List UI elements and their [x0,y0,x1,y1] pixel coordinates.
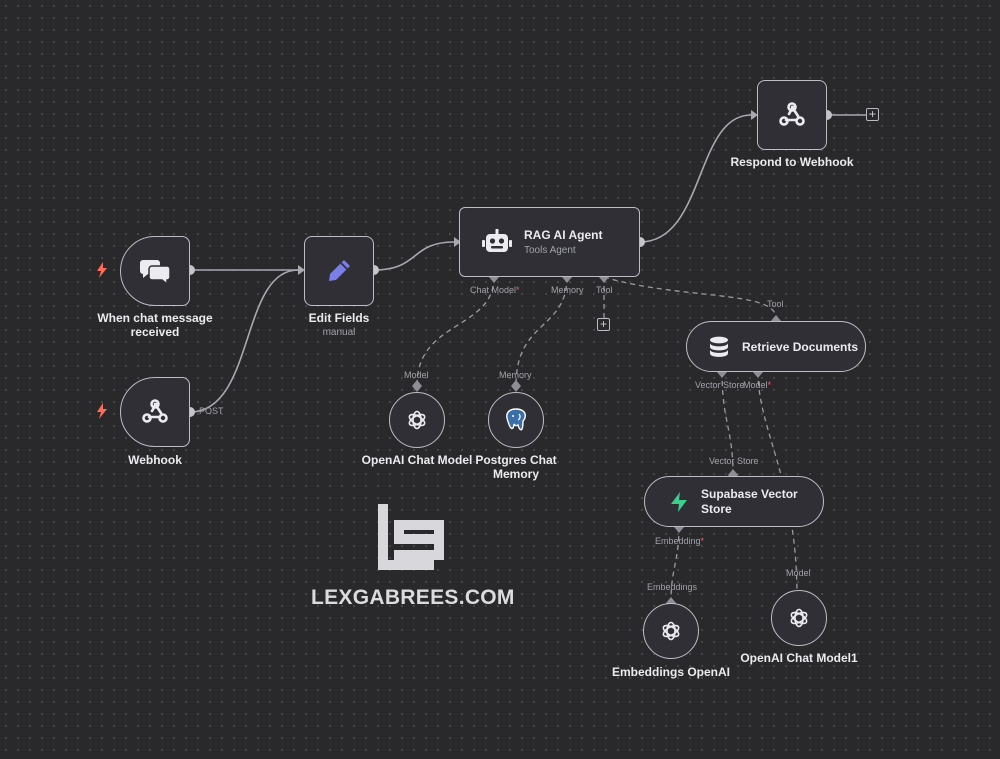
tool-port-label: Tool [596,285,613,295]
supabase-title-line2: Store [701,502,732,516]
postgres-in-label: Memory [499,370,532,380]
openai-chat-model-label: OpenAI Chat Model [361,453,473,467]
retrieve-in-label: Tool [767,299,784,309]
add-tool-button[interactable]: + [597,318,610,331]
embedding-port-label: Embedding* [655,536,705,546]
connection-vectorstore [721,371,734,475]
openai-chat-model1-node[interactable] [771,590,827,646]
retrieve-documents-title: Retrieve Documents [742,339,859,354]
connection-agent-to-respond [639,114,752,243]
postgres-chat-memory-label: Postgres Chat Memory [475,453,557,481]
edit-fields-sub: manual [322,327,356,338]
embeddings-openai-label: Embeddings OpenAI [611,665,730,679]
embeddings-openai-node[interactable] [643,603,699,659]
connection-model-retrieve [757,371,798,597]
chat-trigger-node[interactable] [120,236,190,306]
openai-chat-model-node[interactable] [389,392,445,448]
chat-trigger-label: When chat message received [97,311,213,339]
respond-webhook-label: Respond to Webhook [730,155,854,169]
openai-icon [662,621,680,641]
openai-chat1-in-label: Model [786,568,811,578]
memory-port-label: Memory [551,285,584,295]
webhook-label: Webhook [128,453,182,467]
postgres-chat-memory-node[interactable] [488,392,544,448]
trigger-bolt-icon [97,262,107,278]
rag-agent-node[interactable]: RAG AI Agent Tools Agent [459,207,640,277]
vector-store-port-label: Vector Store [695,380,745,390]
webhook-icon [142,399,168,423]
add-after-respond-button[interactable]: + [866,108,879,121]
edit-fields-label: Edit Fields [308,311,370,325]
embeddings-in-label: Embeddings [647,582,698,592]
database-icon [710,336,728,357]
chat-model-port-label: Chat Model* [470,285,520,295]
connection-tool-retrieve [603,276,777,319]
watermark-logo-icon [378,504,444,570]
openai-icon [790,608,808,628]
supabase-vector-store-node[interactable]: Supabase Vector Store [644,476,824,527]
pencil-icon [329,260,350,281]
trigger-bolt-icon [97,403,107,419]
connection-chatmodel [416,276,495,386]
watermark-text: LEXGABREES.COM [311,586,515,609]
supabase-icon [671,491,687,512]
postgres-icon [506,408,526,431]
webhook-icon [779,102,805,126]
respond-webhook-node[interactable] [757,80,827,150]
retrieve-documents-node[interactable]: Retrieve Documents [686,321,866,372]
openai-icon [408,410,426,430]
openai-chat-in-label: Model [404,370,429,380]
openai-chat-model1-label: OpenAI Chat Model1 [740,651,858,665]
connection-embedding [670,526,680,601]
webhook-node[interactable] [120,377,190,447]
connection-memory [515,276,568,386]
supabase-title-line1: Supabase Vector [701,487,798,501]
connection-webhook-to-edit [189,269,299,413]
chat-bubbles-icon [140,260,171,286]
rag-agent-sub: Tools Agent [524,245,576,256]
edit-fields-node[interactable] [304,236,374,306]
model-port-label: Model* [743,380,772,390]
robot-icon [482,229,512,252]
rag-agent-title: RAG AI Agent [524,228,603,242]
supabase-in-label: Vector Store [709,456,759,466]
webhook-post-label: POST [199,406,224,416]
connection-edit-to-agent [373,241,455,271]
